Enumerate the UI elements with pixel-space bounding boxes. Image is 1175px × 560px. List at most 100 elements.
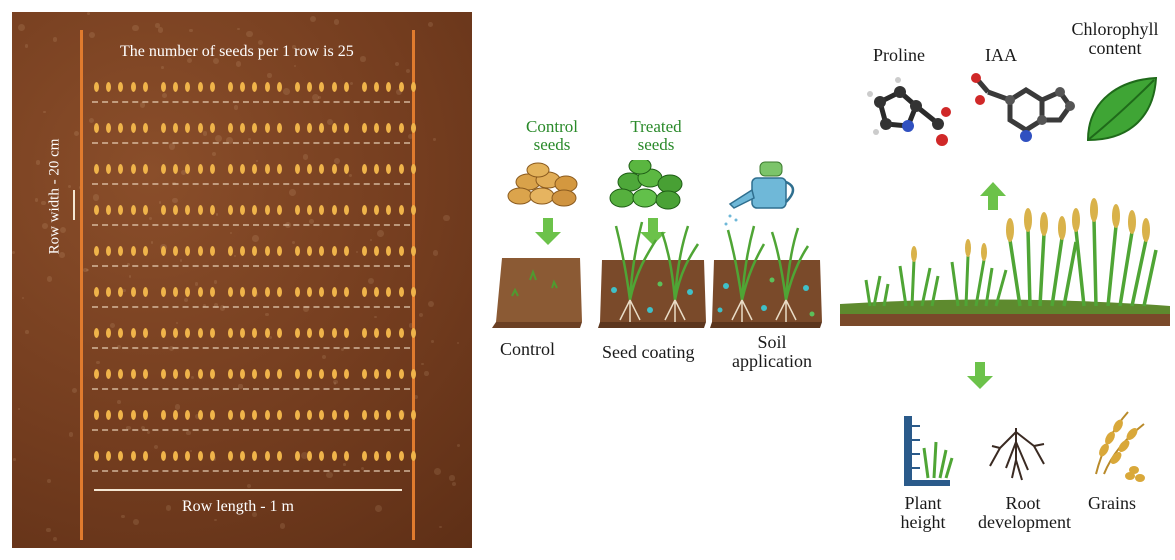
soil-speck <box>257 39 263 45</box>
seed <box>319 287 325 297</box>
seed <box>331 369 337 379</box>
seed <box>386 164 392 174</box>
soil-speck <box>326 471 333 479</box>
soil-speck <box>333 381 337 385</box>
seed <box>331 451 337 461</box>
seed <box>343 123 349 133</box>
seed <box>106 123 112 133</box>
soil-speck <box>456 443 461 448</box>
seed <box>161 164 166 174</box>
iaa-label: IAA <box>985 45 1017 65</box>
soil-speck <box>21 296 24 300</box>
seed <box>106 246 112 256</box>
soil-speck <box>334 158 340 165</box>
seed <box>173 205 179 215</box>
row-separator <box>92 347 410 349</box>
seed <box>106 82 112 92</box>
seed <box>374 287 380 297</box>
seed <box>331 410 337 420</box>
soil-speck <box>71 387 77 393</box>
seed <box>197 82 203 92</box>
seed <box>362 287 367 297</box>
seed <box>240 410 246 420</box>
seed <box>106 410 112 420</box>
seed <box>252 451 258 461</box>
seed <box>185 164 191 174</box>
seed <box>264 287 270 297</box>
seed <box>185 246 191 256</box>
plot-right-border <box>412 30 415 540</box>
soil-speck <box>219 305 226 311</box>
seed <box>410 164 416 174</box>
seed <box>252 123 258 133</box>
soil-speck <box>432 250 439 257</box>
soil-speck <box>194 282 199 286</box>
soil-speck <box>214 135 222 143</box>
seed <box>398 410 404 420</box>
soil-speck <box>149 216 153 220</box>
soil-speck <box>428 300 435 307</box>
seed <box>142 451 148 461</box>
soil-speck <box>213 280 217 284</box>
seed <box>252 410 258 420</box>
seed <box>374 164 380 174</box>
row-separator <box>92 429 410 431</box>
seed <box>276 164 282 174</box>
soil-speck <box>252 511 257 517</box>
soil-speck <box>377 230 384 238</box>
seed <box>307 369 313 379</box>
seed <box>106 287 112 297</box>
seed <box>228 328 233 338</box>
soil-speck <box>212 57 220 64</box>
seed <box>410 205 416 215</box>
seed <box>386 328 392 338</box>
seed <box>197 164 203 174</box>
soil-speck <box>128 275 132 278</box>
seed <box>228 369 233 379</box>
seeds-per-row-caption: The number of seeds per 1 row is 25 <box>120 43 354 60</box>
soil-speck <box>86 12 90 16</box>
soil-speck <box>53 37 58 42</box>
soil-speck <box>183 298 188 303</box>
seed <box>94 82 99 92</box>
proline-label: Proline <box>873 45 925 65</box>
seed <box>209 287 215 297</box>
soil-speck <box>317 95 321 99</box>
soil-speck <box>117 400 122 404</box>
soil-speck <box>394 61 399 66</box>
seed <box>209 82 215 92</box>
seed <box>362 205 367 215</box>
soil-speck <box>95 360 100 365</box>
soil-speck <box>159 201 162 204</box>
seed <box>118 451 124 461</box>
soil-speck <box>133 518 140 525</box>
seed <box>240 451 246 461</box>
soil-speck <box>186 431 191 436</box>
control-label: Control <box>500 339 556 359</box>
soil-speck <box>183 500 187 504</box>
outcomes-illustration-top <box>840 73 1170 326</box>
chlorophyll-content-label: Chlorophyll content <box>1071 19 1159 58</box>
seed <box>118 328 124 338</box>
row-separator <box>92 183 410 185</box>
seed <box>185 205 191 215</box>
soil-speck <box>303 305 310 312</box>
soil-speck <box>368 278 374 284</box>
seed <box>331 205 337 215</box>
seed <box>307 410 313 420</box>
seed <box>228 410 233 420</box>
seed <box>307 328 313 338</box>
seed <box>94 410 99 420</box>
soil-speck <box>211 151 217 157</box>
seed <box>319 328 325 338</box>
soil-speck <box>433 468 441 475</box>
seed <box>161 246 166 256</box>
soil-speck <box>248 138 251 141</box>
seed <box>398 82 404 92</box>
soil-speck <box>246 30 253 38</box>
soil-speck <box>233 255 236 258</box>
soil-speck <box>68 432 74 437</box>
soil-speck <box>51 225 57 231</box>
seed <box>197 246 203 256</box>
seed <box>343 82 349 92</box>
